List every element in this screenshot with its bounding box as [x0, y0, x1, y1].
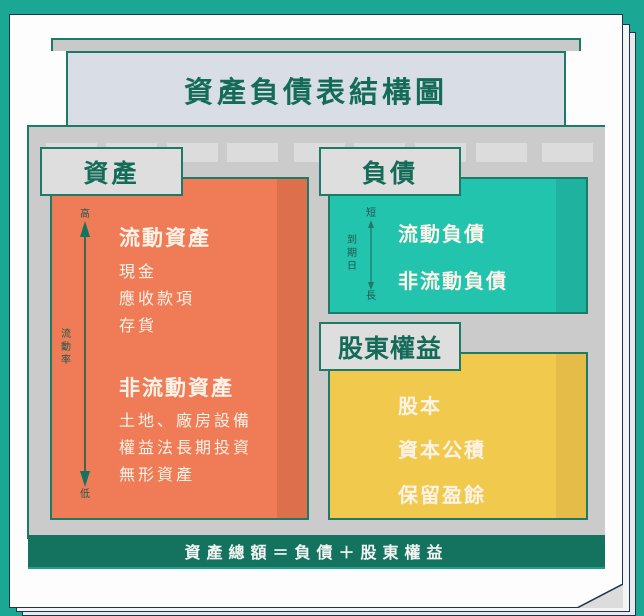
- equity-item: 股本: [398, 394, 442, 418]
- non-current-assets-heading: 非流動資產: [119, 376, 234, 400]
- liabilities-label: 負債: [361, 158, 418, 188]
- maturity-top-label: 短: [366, 208, 376, 219]
- liability-item: 流動負債: [398, 222, 486, 246]
- axis-char: 期: [347, 248, 357, 259]
- equity-panel: [328, 352, 588, 520]
- maturity-bottom-label: 長: [366, 291, 376, 302]
- current-assets-heading: 流動資產: [119, 226, 211, 250]
- title-banner: 資產負債表結構圖: [66, 51, 566, 127]
- panel-shade: [277, 179, 307, 518]
- panel-shade: [556, 179, 586, 312]
- axis-middle-label: 流 動 率: [59, 328, 73, 367]
- equity-item: 保留盈餘: [398, 483, 486, 507]
- axis-char: 日: [347, 261, 357, 272]
- assets-panel: [50, 177, 309, 520]
- accounting-equation: 資產總額＝負債＋股東權益: [184, 543, 449, 562]
- axis-char: 率: [61, 355, 71, 366]
- current-asset-item: 現金: [119, 262, 158, 281]
- maturity-arrow-icon: [368, 220, 374, 290]
- formula-bar: 資產總額＝負債＋股東權益: [28, 535, 605, 569]
- axis-bottom-label: 低: [80, 489, 90, 500]
- equity-item: 資本公積: [398, 438, 486, 462]
- liquidity-arrow-icon: [80, 221, 90, 487]
- non-current-asset-item: 土地、廠房設備: [119, 411, 253, 430]
- page-fold-icon: [577, 584, 623, 608]
- current-asset-item: 應收款項: [119, 289, 196, 308]
- non-current-asset-item: 無形資產: [119, 465, 196, 484]
- axis-char: 流: [61, 329, 71, 340]
- window-tile: [542, 143, 593, 162]
- maturity-middle-label: 到 期 日: [345, 234, 359, 273]
- equity-label: 股東權益: [337, 333, 442, 363]
- diagram-title: 資產負債表結構圖: [183, 75, 448, 109]
- assets-label: 資產: [83, 158, 140, 188]
- non-current-asset-item: 權益法長期投資: [119, 438, 253, 457]
- equity-label-box: 股東權益: [319, 322, 461, 371]
- window-tile: [227, 143, 278, 162]
- axis-char: 到: [347, 235, 357, 246]
- roof-bar: [51, 38, 581, 51]
- current-asset-item: 存貨: [119, 316, 158, 335]
- panel-shade: [556, 354, 586, 518]
- assets-label-box: 資產: [40, 147, 183, 196]
- axis-char: 動: [61, 342, 71, 353]
- axis-top-label: 高: [80, 209, 90, 220]
- window-tile: [476, 143, 527, 162]
- liabilities-label-box: 負債: [319, 147, 461, 196]
- liability-item: 非流動負債: [398, 269, 508, 293]
